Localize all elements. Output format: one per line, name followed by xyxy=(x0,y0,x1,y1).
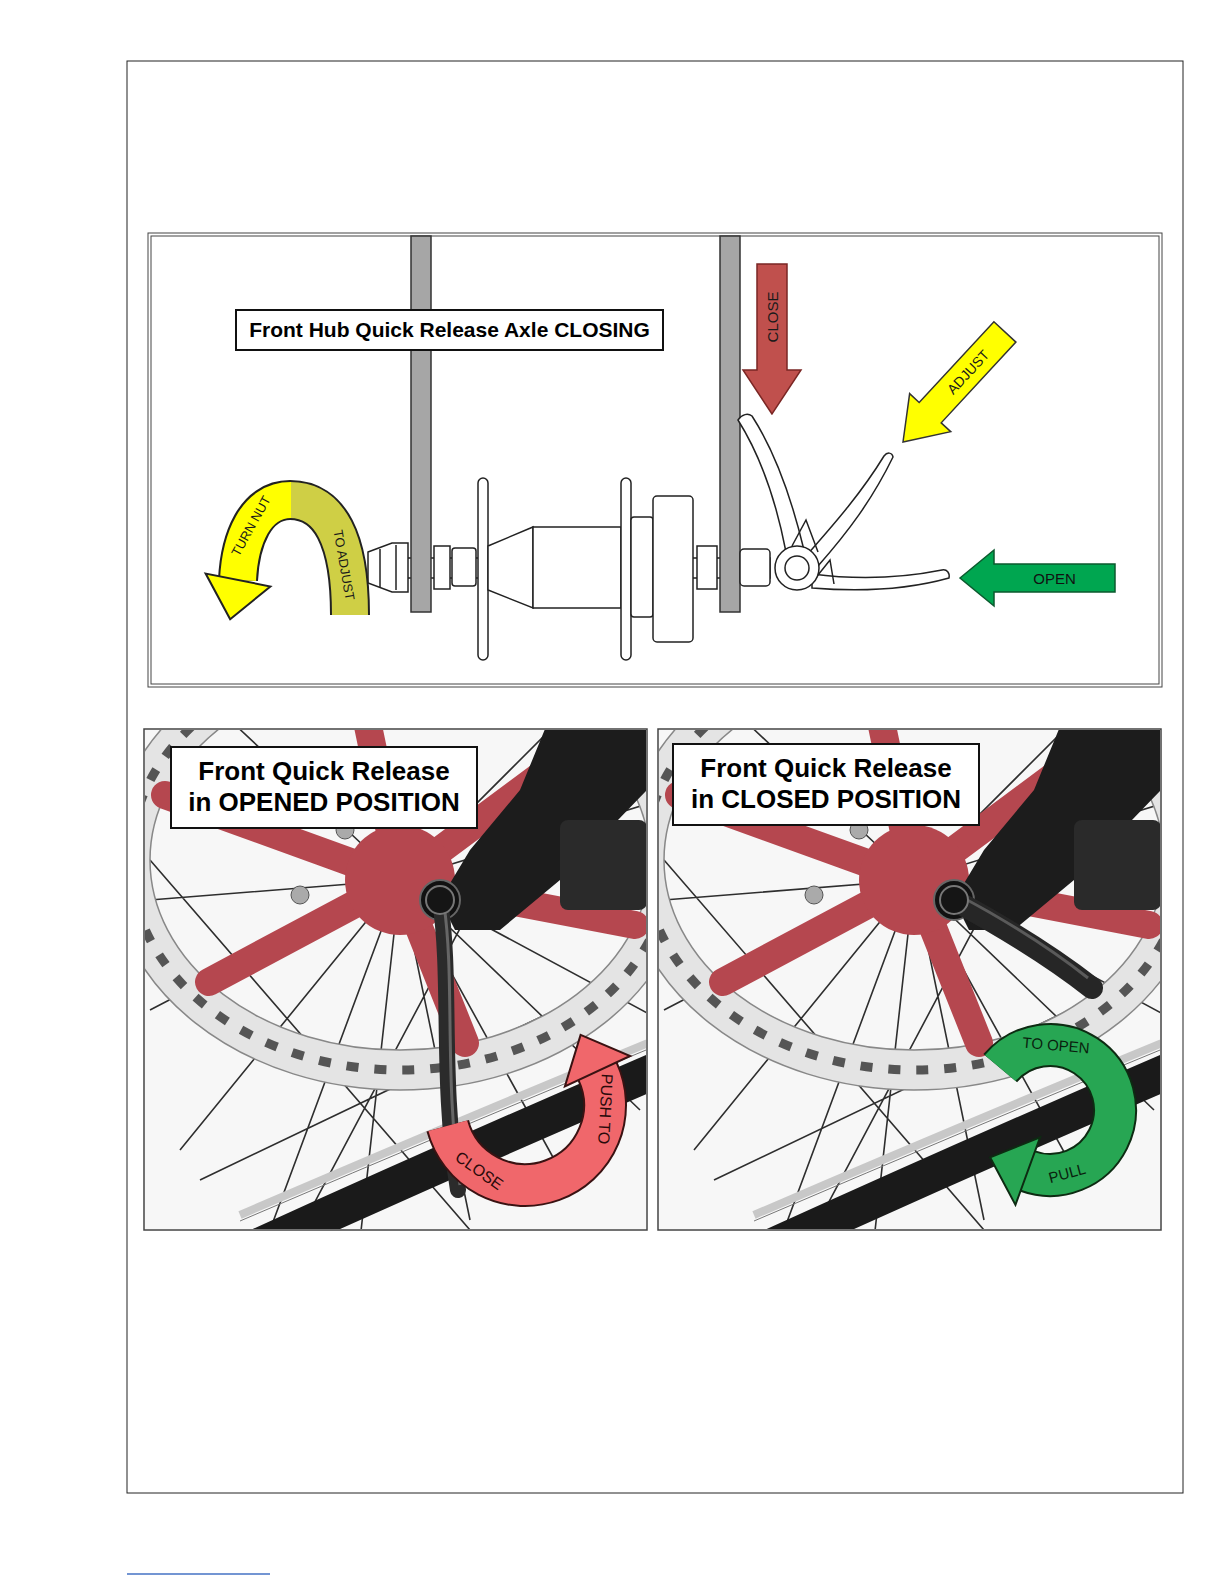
lever-pivot xyxy=(775,546,819,590)
nut-groove xyxy=(395,545,397,590)
push-close-arrow: PUSH TOCLOSE xyxy=(420,1025,638,1213)
arrow-head xyxy=(565,1035,630,1086)
hub-drawing xyxy=(368,236,949,660)
panel-frame xyxy=(144,729,647,1230)
hub-flange xyxy=(478,478,488,660)
title-box: Front Hub Quick Release Axle CLOSING xyxy=(235,309,664,351)
hub-flange xyxy=(621,478,631,660)
cam-housing xyxy=(740,549,770,586)
arrow-body xyxy=(903,322,1016,442)
photo-right xyxy=(659,730,1160,1229)
qr-pivot xyxy=(940,886,968,914)
photo-label: Front Quick Release in CLOSED POSITION xyxy=(672,743,980,826)
cone xyxy=(452,548,476,586)
close-arrow: CLOSE xyxy=(736,256,808,422)
photo-left xyxy=(145,730,646,1229)
qr-pivot xyxy=(426,886,454,914)
panel-frame xyxy=(658,729,1161,1230)
disc-mount xyxy=(631,517,653,617)
lever-adjust xyxy=(806,453,893,566)
arrow-body xyxy=(743,264,801,414)
fork-leg xyxy=(720,236,740,612)
pull-open-arrow: TO OPENPULL xyxy=(980,1020,1142,1212)
locknut xyxy=(434,546,450,589)
wheel-photo xyxy=(659,730,1160,1229)
title-text: Front Hub Quick Release Axle CLOSING xyxy=(248,317,651,342)
lever-closed xyxy=(738,414,804,552)
footer-rule xyxy=(127,1573,270,1575)
photo-label: Front Quick Release in OPENED POSITION xyxy=(170,746,478,829)
lever-pivot xyxy=(785,556,809,580)
wheel-photo xyxy=(145,730,646,1229)
nut-groove xyxy=(379,549,381,587)
arrow-label: CLOSE xyxy=(765,292,780,343)
arrow-label: PUSH TO xyxy=(595,1073,615,1144)
hub-barrel xyxy=(533,527,621,608)
label-text: Front Quick Release in OPENED POSITION xyxy=(184,756,464,818)
arrow-head xyxy=(990,1137,1040,1205)
disc-step xyxy=(653,496,693,642)
qr-lever-closed xyxy=(954,900,1092,988)
arrow-body xyxy=(960,550,1115,606)
locknut xyxy=(697,546,717,589)
panel-frame xyxy=(151,236,1159,684)
hub-taper xyxy=(488,527,533,608)
arrow-label: OPEN xyxy=(1033,571,1076,586)
panel-frame xyxy=(148,233,1162,687)
qr-lever-highlight xyxy=(960,896,1088,978)
adjust-arrow: ADJUST xyxy=(880,305,1030,460)
adjust-nut xyxy=(368,543,408,592)
fork-leg xyxy=(411,236,431,612)
open-arrow: OPEN xyxy=(955,546,1120,610)
arrow-head xyxy=(206,574,271,620)
label-text: Front Quick Release in CLOSED POSITION xyxy=(686,753,966,815)
turn-nut-arrow: TURN NUTTO ADJUST xyxy=(182,470,377,630)
